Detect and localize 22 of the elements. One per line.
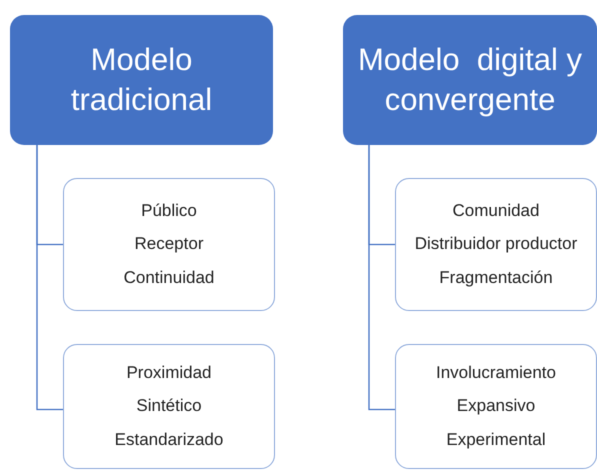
term-text: Experimental (446, 430, 546, 450)
term-text: Estandarizado (114, 430, 224, 450)
term-text: Continuidad (124, 268, 214, 288)
connector-line (368, 145, 395, 410)
heading-text: Modelo tradicional (70, 40, 214, 119)
term-text: Fragmentación (439, 268, 553, 288)
heading-box (10, 15, 273, 145)
heading-text: Modelo digital y convergente (356, 40, 583, 119)
term-box (395, 344, 597, 469)
term-text: Comunidad (452, 200, 540, 222)
term-box (395, 178, 597, 311)
term-text: Proximidad (126, 362, 212, 384)
term-text: Distribuidor productor (414, 234, 578, 255)
term-box (63, 344, 275, 469)
term-text: Sintético (136, 396, 202, 417)
term-text: Involucramiento (436, 362, 556, 384)
term-text: Público (141, 200, 197, 222)
term-box (63, 178, 275, 311)
heading-box (343, 15, 597, 145)
term-text: Expansivo (456, 396, 536, 417)
term-text: Receptor (134, 234, 204, 255)
connector-line (36, 145, 63, 410)
